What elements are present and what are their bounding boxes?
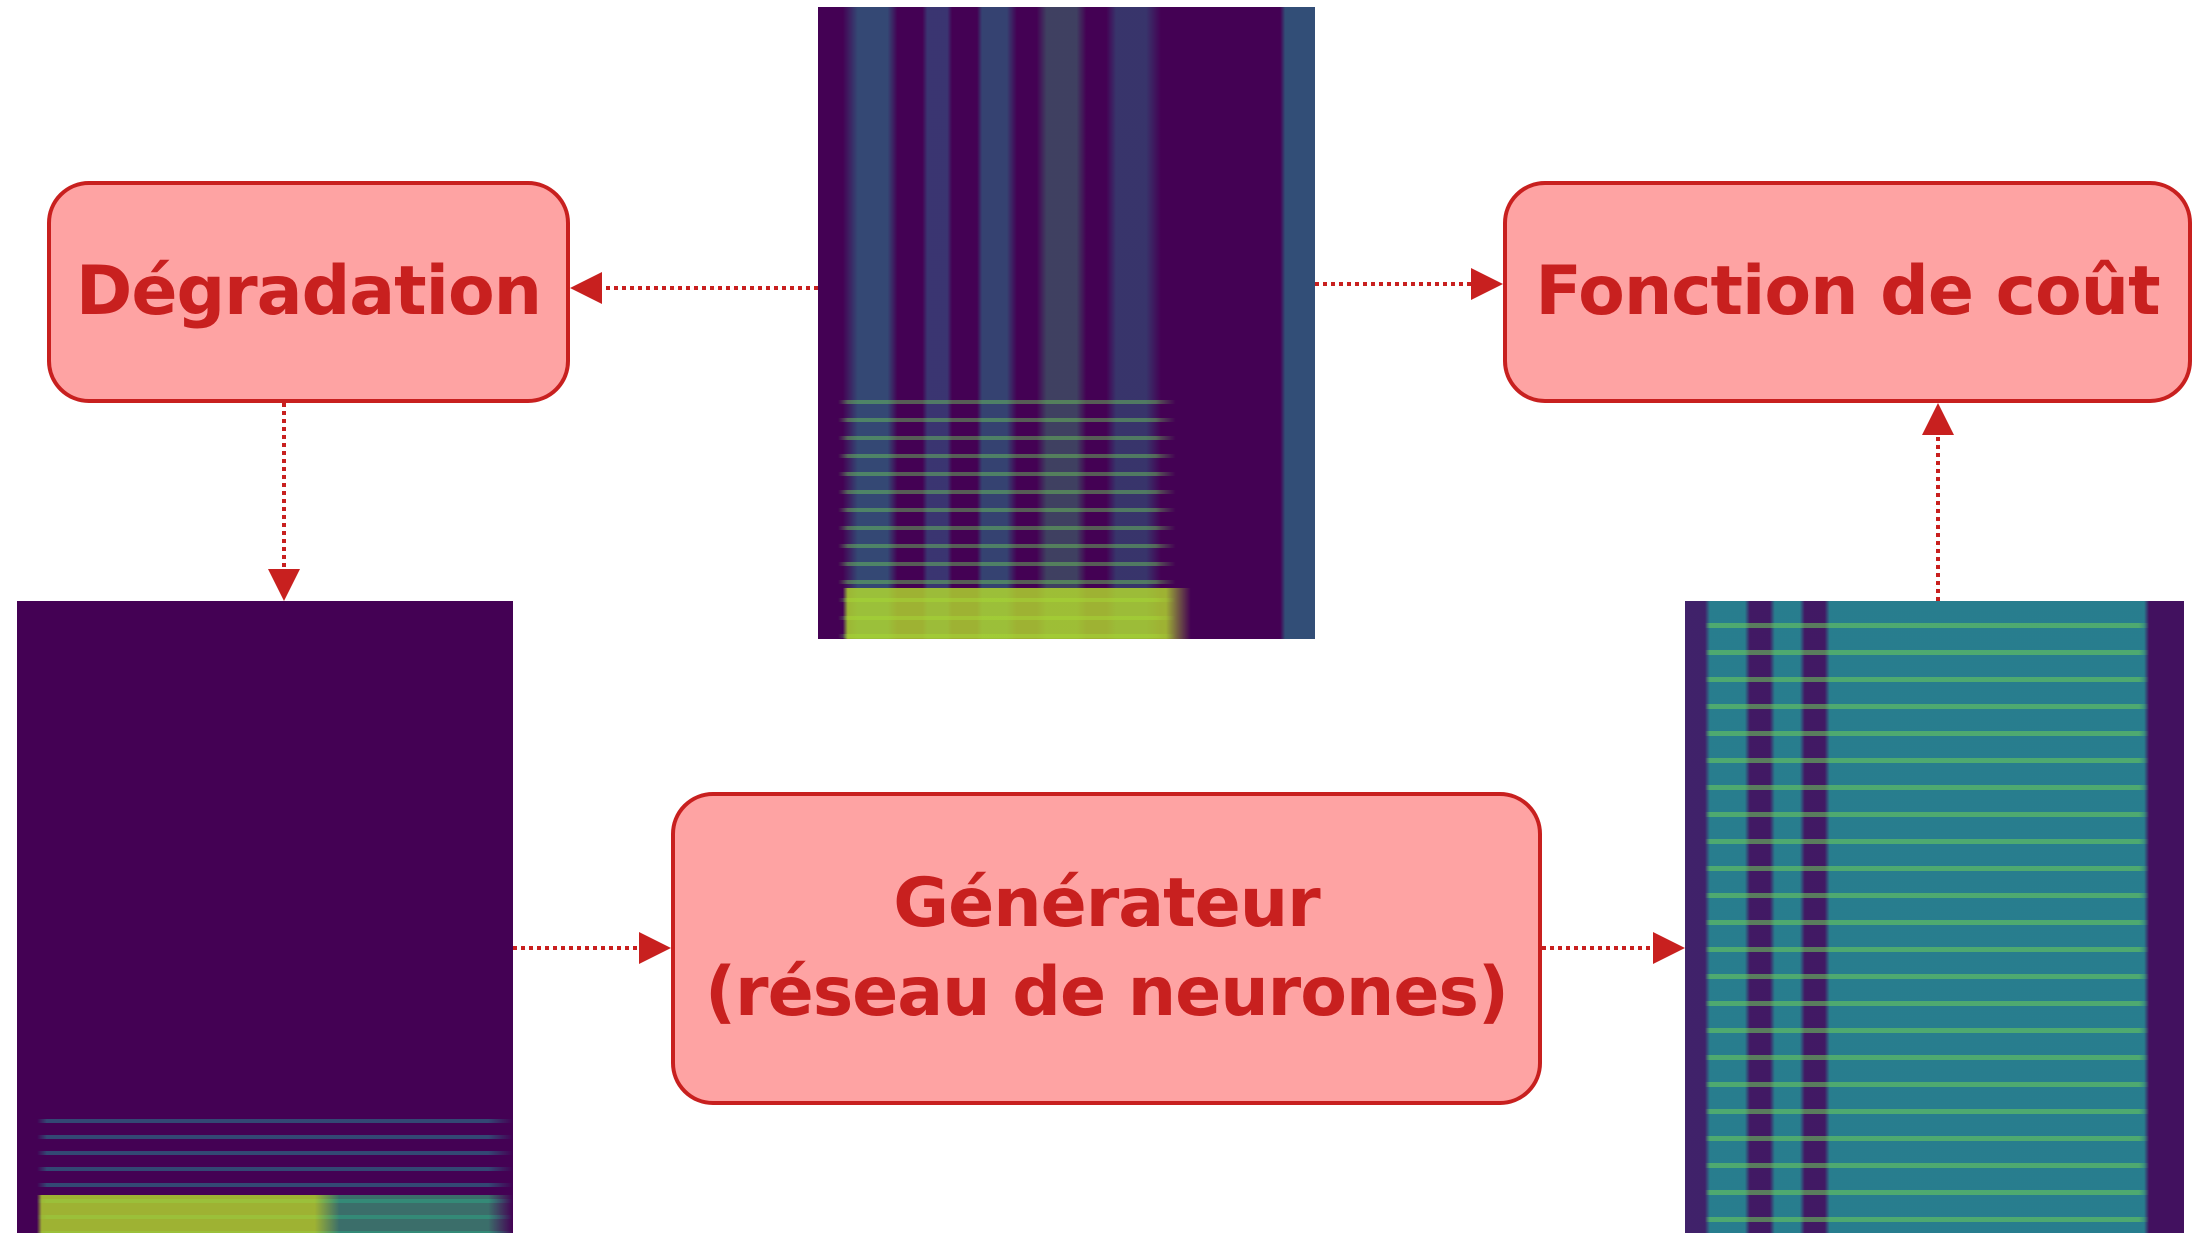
cost-function-label: Fonction de coût (1535, 251, 2160, 331)
generator-label: Générateur (893, 864, 1320, 944)
generated-spectrogram (1685, 601, 2184, 1233)
degraded-spectrogram (17, 601, 513, 1233)
clean-spectrogram (818, 7, 1315, 639)
cost-function-box: Fonction de coût (1503, 181, 2192, 403)
generator-box: Générateur (réseau de neurones) (671, 792, 1542, 1105)
generator-sublabel: (réseau de neurones) (704, 952, 1509, 1032)
degradation-box: Dégradation (47, 181, 570, 403)
degradation-label: Dégradation (75, 251, 542, 331)
